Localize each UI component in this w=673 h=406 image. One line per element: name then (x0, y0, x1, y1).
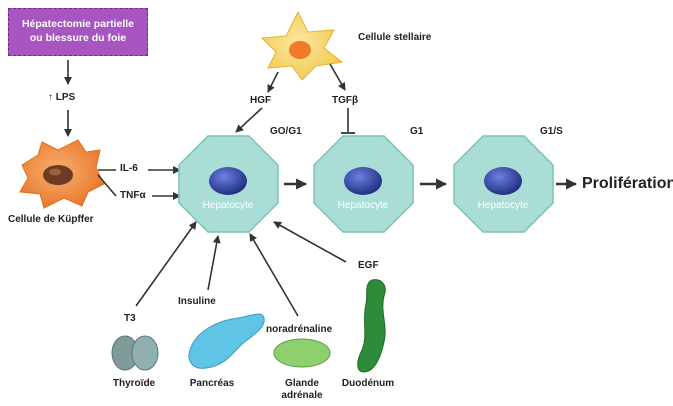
arrow-noradrenaline-hepatocyte (249, 233, 299, 317)
arrow-kupffer-tnf (97, 174, 117, 197)
hepatocyte-1-label: Hepatocyte (202, 200, 254, 211)
tnf-label: TNFα (120, 190, 146, 201)
thyroid-organ (111, 335, 159, 371)
glande-label-2: adrénale (281, 390, 323, 401)
egf-label: EGF (358, 260, 379, 271)
thyroide-label: Thyroïde (112, 378, 156, 389)
hepatocyte-2-label: Hepatocyte (337, 200, 389, 211)
kupffer-nucleus-highlight (49, 168, 61, 176)
proliferation-label: Prolifération (582, 175, 673, 192)
glande-label-1: Glande (285, 378, 319, 389)
hepatocyte-1 (178, 135, 279, 233)
insuline-label: Insuline (178, 296, 216, 307)
trigger-line-2: ou blessure du foie (29, 32, 127, 44)
phase-g1s-label: G1/S (540, 126, 563, 137)
lps-label: ↑ LPS (48, 92, 76, 103)
arrow-insuline-hepatocyte (207, 235, 221, 291)
trigger-line-1: Hépatectomie partielle (21, 18, 135, 31)
stellate-label: Cellule stellaire (358, 32, 432, 43)
adrenal-organ (273, 338, 331, 368)
hepatocyte-3-label: Hepatocyte (477, 200, 529, 211)
t3-label: T3 (124, 313, 136, 324)
hepatocyte-3 (453, 135, 554, 233)
kupffer-label: Cellule de Küpffer (8, 214, 94, 225)
arrow-t3-hepatocyte (135, 221, 197, 307)
duodenum-organ (357, 279, 386, 373)
arrow-stellate-hgf (267, 71, 279, 93)
hgf-label: HGF (250, 95, 272, 106)
pancreas-organ (188, 313, 265, 369)
arrow-stellate-tgfb (329, 63, 346, 91)
pancreas-label: Pancréas (189, 378, 235, 389)
arrow-egf-hepatocyte (273, 221, 347, 263)
noradrenaline-label: noradrénaline (266, 324, 333, 335)
trigger-box: Hépatectomie partielle ou blessure du fo… (8, 8, 148, 56)
phase-go-g1-label: GO/G1 (270, 126, 302, 137)
stellate-nucleus (289, 41, 311, 59)
phase-g1-label: G1 (410, 126, 424, 137)
duodenum-label: Duodénum (341, 378, 395, 389)
hepatocyte-2 (313, 135, 414, 233)
il6-label: IL-6 (120, 163, 138, 174)
arrow-hgf-hepatocyte (235, 107, 263, 133)
tgfb-label: TGFβ (332, 95, 359, 106)
